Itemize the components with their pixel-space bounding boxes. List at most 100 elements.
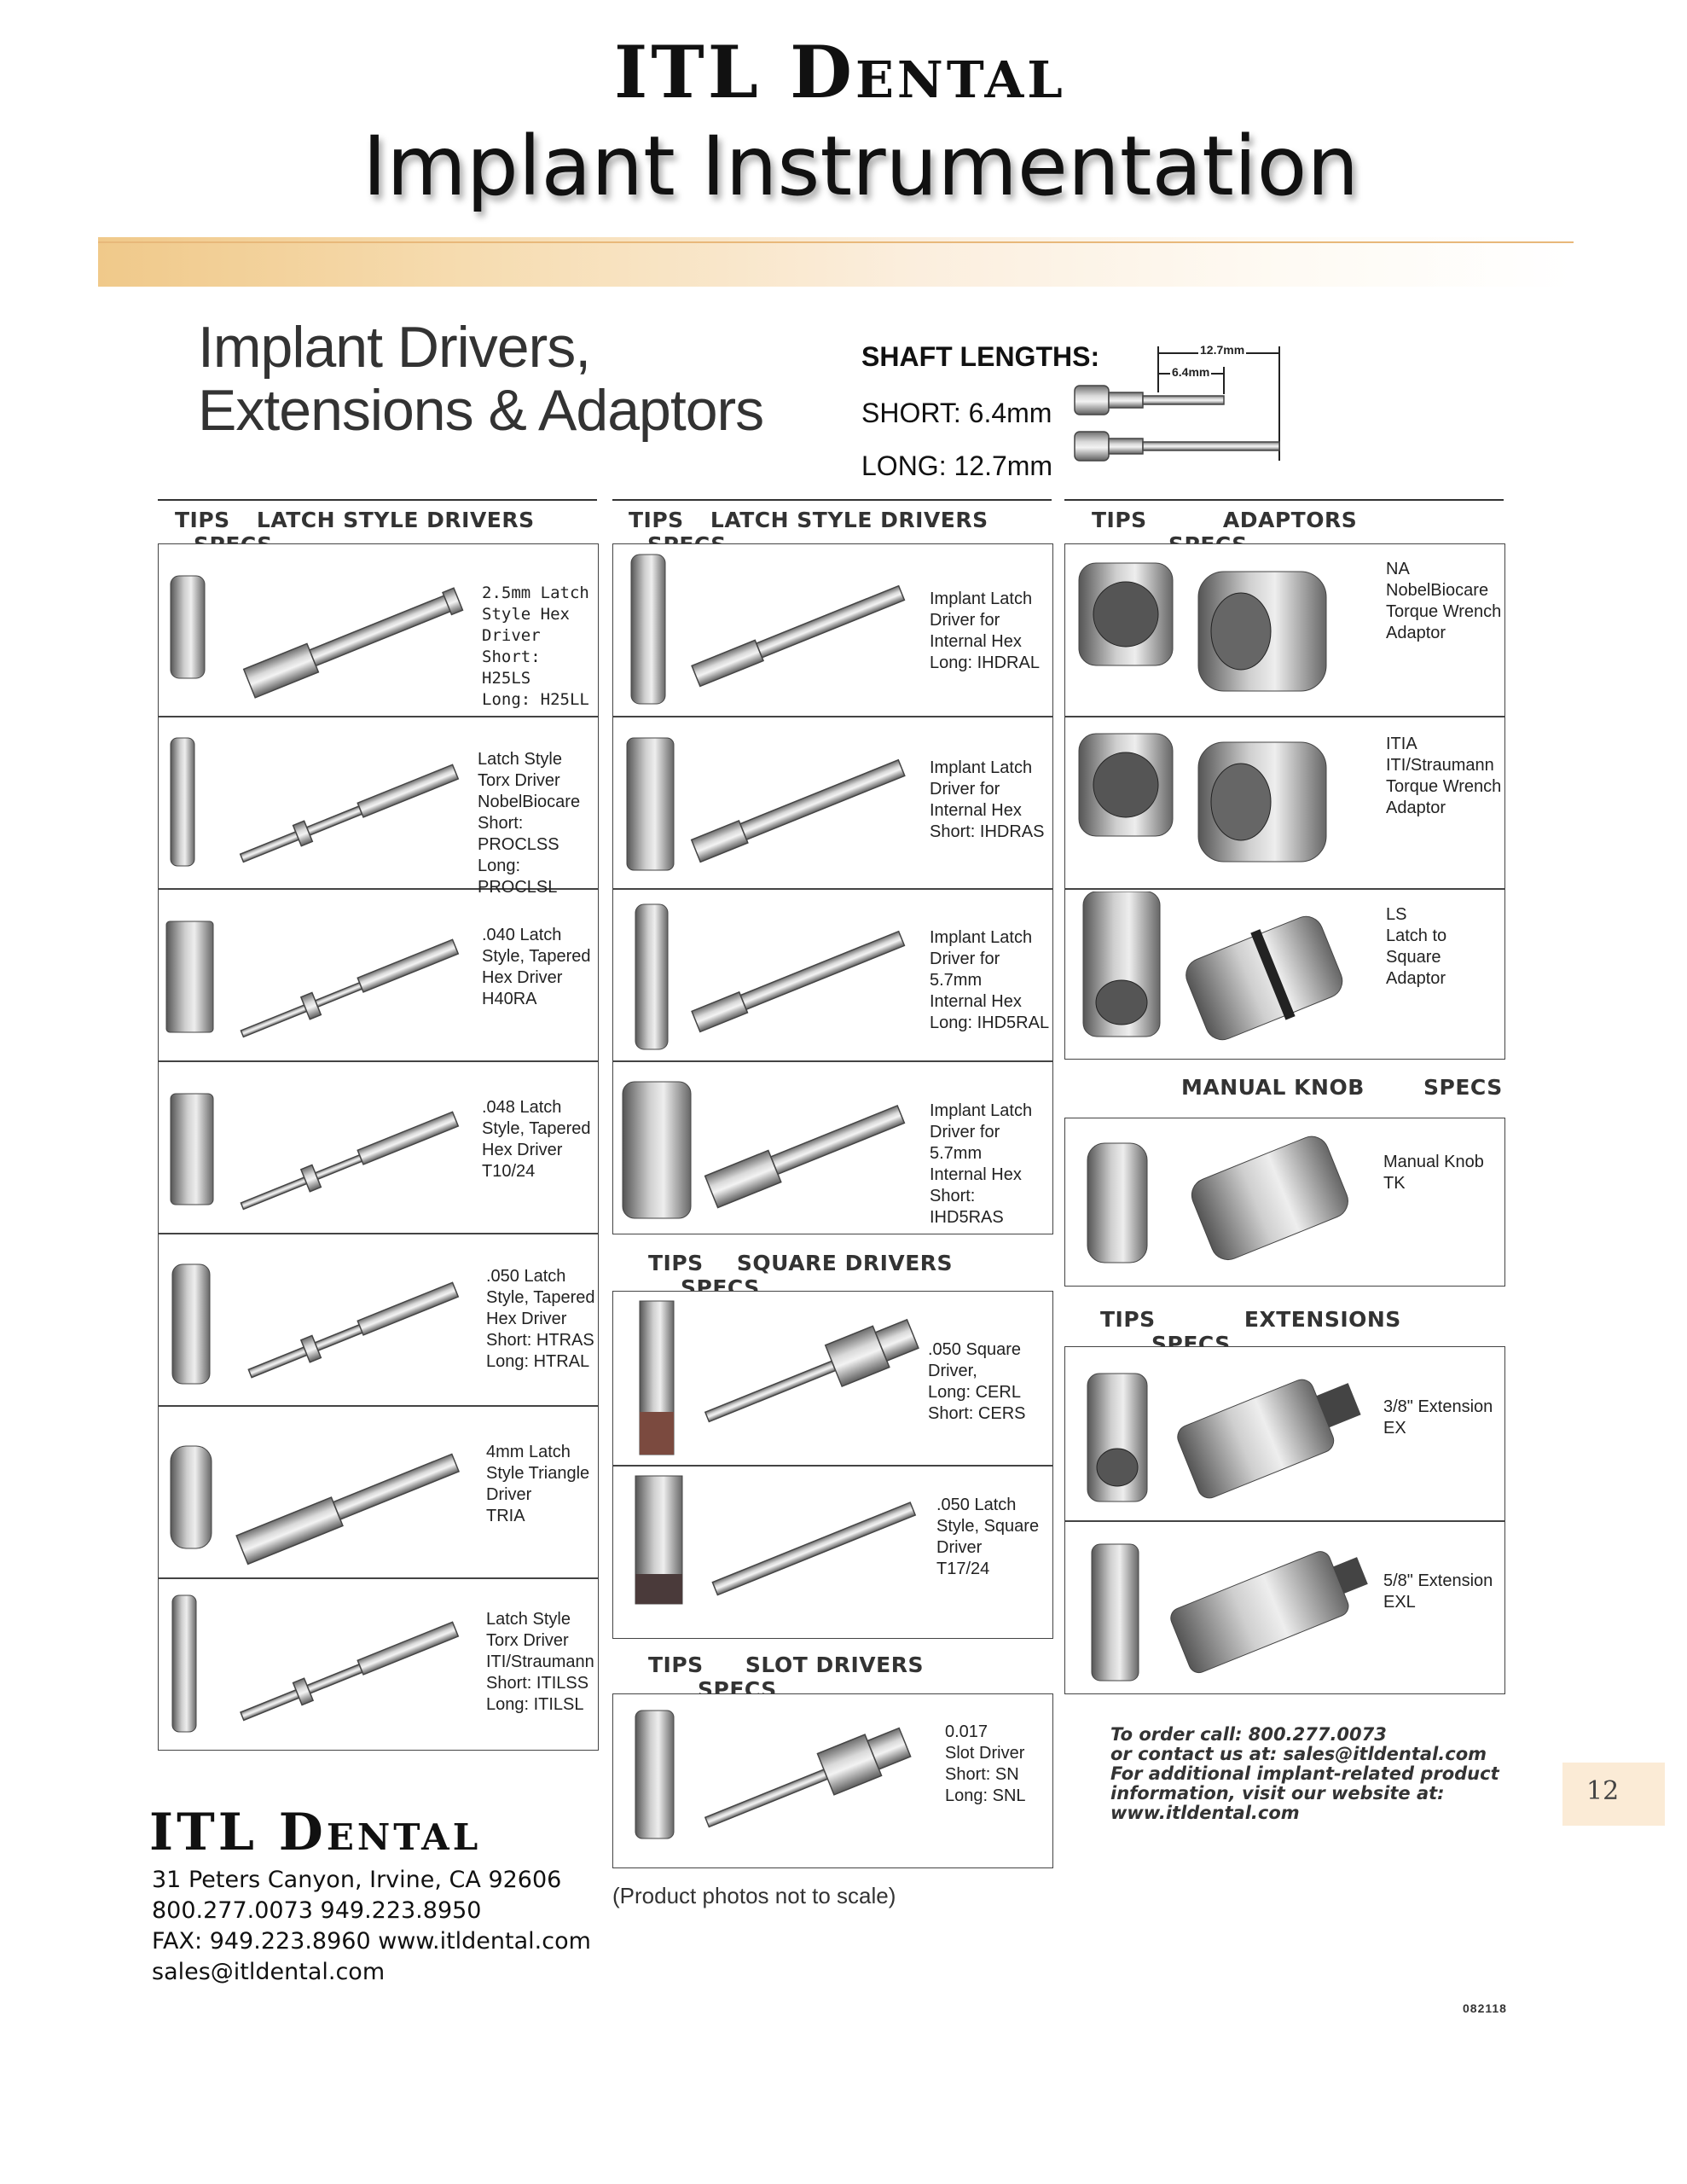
slot-product-label: SLOT DRIVERS	[745, 1653, 924, 1677]
adaptor-image	[1082, 892, 1343, 1041]
brand-logo-footer: ITL Dental	[149, 1803, 482, 1862]
order-line-2: or contact us at: sales@itldental.com	[1110, 1744, 1487, 1764]
square-drivers-header: TIPS SQUARE DRIVERS SPECS	[648, 1251, 1041, 1300]
dim-short-label: 6.4mm	[1170, 365, 1212, 379]
spec-itia: ITIA ITI/Straumann Torque Wrench Adaptor	[1386, 735, 1502, 817]
manual-knob-header: MANUAL KNOB SPECS	[1181, 1075, 1505, 1100]
footer-address: 31 Peters Canyon, Irvine, CA 92606	[152, 1867, 562, 1893]
slot-tips-label: TIPS	[648, 1653, 704, 1677]
col1-row-divider	[158, 1060, 599, 1062]
footer-contact: 31 Peters Canyon, Irvine, CA 92606 800.2…	[152, 1865, 591, 1988]
brand-logo-header: ITL Dental	[614, 30, 1066, 114]
order-line-1: To order call: 800.277.0073	[1110, 1724, 1387, 1745]
adaptor-row-divider	[1064, 888, 1505, 890]
spec-ihdral: Implant Latch Driver for Internal Hex Lo…	[930, 590, 1040, 672]
col2-row-divider	[612, 716, 1053, 717]
col1-top-rule	[158, 499, 597, 501]
extension-image	[1087, 1373, 1361, 1502]
extensions-header: TIPS EXTENSIONS SPECS	[1100, 1307, 1501, 1356]
driver-image	[622, 1081, 906, 1219]
footer-email[interactable]: sales@itldental.com	[152, 1959, 386, 1985]
col2-row-divider	[612, 888, 1053, 890]
spec-h25: 2.5mm Latch Style Hex Driver Short: H25L…	[482, 584, 589, 709]
order-line-3: For additional implant-related product	[1110, 1763, 1499, 1784]
square-row-divider	[612, 1465, 1053, 1467]
page-title: Implant Instrumentation	[362, 119, 1359, 214]
col1-row-divider	[158, 1233, 599, 1234]
shaft-length-diagram	[1074, 346, 1280, 462]
driver-image	[170, 1445, 461, 1565]
spec-tria: 4mm Latch Style Triangle Driver TRIA	[486, 1443, 590, 1525]
spec-t1724: .050 Latch Style, Square Driver T17/24	[936, 1496, 1040, 1578]
col2-top-rule	[612, 499, 1052, 501]
order-info: To order call: 800.277.0073 or contact u…	[1110, 1725, 1511, 1823]
spec-itilss: Latch Style Torx Driver ITI/Straumann Sh…	[486, 1610, 594, 1714]
col1-row-divider	[158, 888, 599, 890]
page-number-tab	[1562, 1763, 1665, 1826]
spec-ihd5ras: Implant Latch Driver for 5.7mm Internal …	[930, 1101, 1033, 1227]
doc-code: 082118	[1463, 2001, 1507, 2015]
band-divider	[98, 241, 1574, 243]
square-product-label: SQUARE DRIVERS	[736, 1251, 954, 1275]
col1-tips-label: TIPS	[175, 508, 230, 532]
col3-product-label: ADAPTORS	[1222, 508, 1358, 532]
driver-image	[626, 737, 906, 871]
order-website[interactable]: www.itldental.com	[1110, 1803, 1300, 1823]
page-number: 12	[1586, 1776, 1620, 1806]
spec-t1024: .048 Latch Style, Tapered Hex Driver T10…	[482, 1098, 591, 1181]
col1-row-divider	[158, 1405, 599, 1407]
driver-image	[170, 1093, 460, 1211]
spec-ihd5ral: Implant Latch Driver for 5.7mm Internal …	[930, 928, 1050, 1032]
col2-product-label: LATCH STYLE DRIVERS	[710, 508, 988, 532]
shaft-lengths-heading: SHAFT LENGTHS:	[861, 341, 1100, 372]
col2-row-divider	[612, 1060, 1053, 1062]
spec-ihdras: Implant Latch Driver for Internal Hex Sh…	[930, 758, 1045, 841]
spec-ls: LS Latch to Square Adaptor	[1386, 905, 1447, 988]
spec-htras: .050 Latch Style, Tapered Hex Driver Sho…	[486, 1267, 595, 1371]
driver-image	[171, 1594, 460, 1733]
footer-fax-web: FAX: 949.223.8960 www.itldental.com	[152, 1928, 591, 1955]
spec-ex: 3/8" Extension EX	[1383, 1397, 1493, 1438]
knob-product-label: MANUAL KNOB	[1181, 1075, 1365, 1100]
section-title-line2: Extensions & Adaptors	[198, 378, 764, 443]
scale-note: (Product photos not to scale)	[612, 1883, 896, 1908]
col2-tips-label: TIPS	[629, 508, 684, 532]
col1-row-divider	[158, 716, 599, 717]
spec-tk: Manual Knob TK	[1383, 1153, 1484, 1193]
shaft-long-label: LONG: 12.7mm	[861, 450, 1053, 481]
section-title-line1: Implant Drivers,	[198, 315, 591, 380]
col3-tips-label: TIPS	[1092, 508, 1147, 532]
ext-product-label: EXTENSIONS	[1244, 1307, 1401, 1332]
decorative-band	[98, 237, 1574, 287]
spec-na: NA NobelBiocare Torque Wrench Adaptor	[1386, 560, 1502, 642]
driver-image	[170, 737, 460, 867]
spec-h40ra: .040 Latch Style, Tapered Hex Driver H40…	[482, 926, 591, 1008]
adaptor-image	[1078, 562, 1327, 692]
adaptor-row-divider	[1064, 716, 1505, 717]
driver-image	[635, 1475, 917, 1605]
adaptor-image	[1078, 733, 1327, 863]
slot-drivers-header: TIPS SLOT DRIVERS SPECS	[648, 1653, 1041, 1702]
driver-image	[171, 1263, 460, 1385]
driver-image	[635, 903, 906, 1050]
spec-exl: 5/8" Extension EXL	[1383, 1571, 1493, 1612]
driver-image	[639, 1300, 919, 1455]
ext-tips-label: TIPS	[1100, 1307, 1156, 1332]
section-title: Implant Drivers, Extensions & Adaptors	[198, 315, 764, 443]
extension-image	[1091, 1543, 1368, 1682]
order-line-4: information, visit our website at:	[1110, 1783, 1445, 1804]
ext-row-divider	[1064, 1520, 1505, 1522]
spec-cerl: .050 Square Driver, Long: CERL Short: CE…	[928, 1340, 1026, 1423]
shaft-short-label: SHORT: 6.4mm	[861, 398, 1052, 428]
col3-top-rule	[1064, 499, 1504, 501]
driver-image	[165, 921, 460, 1038]
dim-long-label: 12.7mm	[1198, 343, 1247, 357]
driver-image	[170, 575, 464, 699]
driver-image	[630, 554, 906, 705]
knob-image	[1087, 1136, 1348, 1263]
spec-sn: 0.017 Slot Driver Short: SN Long: SNL	[945, 1722, 1026, 1805]
col1-row-divider	[158, 1577, 599, 1579]
knob-specs-label: SPECS	[1423, 1075, 1503, 1100]
col1-product-label: LATCH STYLE DRIVERS	[256, 508, 535, 532]
spec-proclss: Latch Style Torx Driver NobelBiocare Sho…	[478, 750, 581, 897]
